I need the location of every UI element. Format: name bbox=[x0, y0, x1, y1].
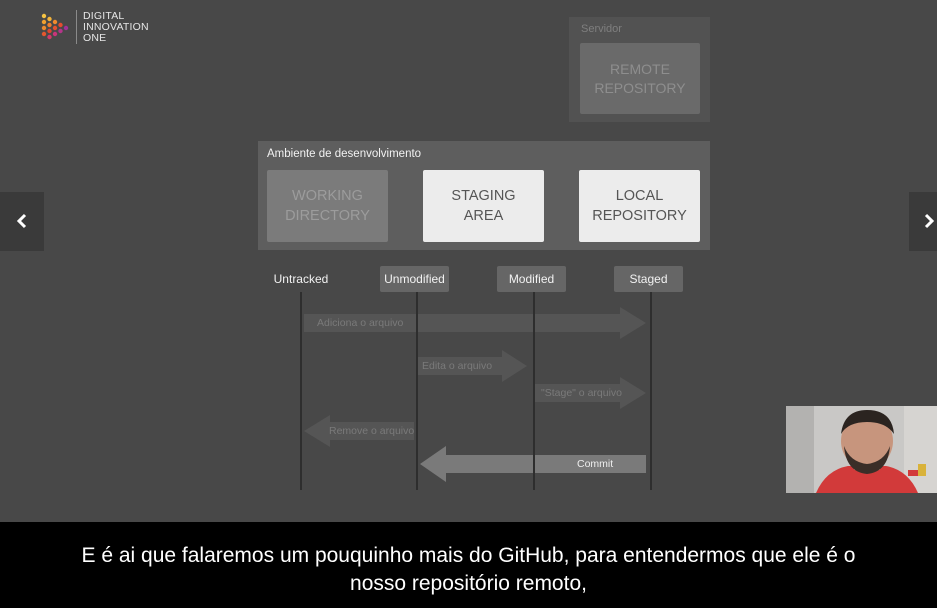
logo-text: DIGITAL INNOVATION ONE bbox=[83, 9, 149, 44]
next-slide-button[interactable] bbox=[909, 192, 937, 251]
logo-divider bbox=[76, 10, 77, 44]
local-repository-box: LOCAL REPOSITORY bbox=[579, 170, 700, 242]
add-arrow bbox=[304, 307, 646, 339]
previous-slide-button[interactable] bbox=[0, 192, 44, 251]
dio-logo: DIGITAL INNOVATION ONE bbox=[40, 10, 149, 44]
dev-environment-label: Ambiente de desenvolvimento bbox=[267, 148, 422, 160]
working-line-1: WORKING bbox=[292, 188, 363, 204]
status-staged: Staged bbox=[614, 266, 683, 292]
working-directory-box: WORKING DIRECTORY bbox=[267, 170, 388, 242]
presentation-slide: DIGITAL INNOVATION ONE Servidor REMOTE R… bbox=[0, 10, 937, 493]
subtitle-line-1: E é ai que falaremos um pouquinho mais d… bbox=[81, 544, 856, 567]
logo-line-2: INNOVATION bbox=[83, 20, 149, 33]
working-line-2: DIRECTORY bbox=[285, 208, 370, 224]
staging-line-1: STAGING bbox=[451, 188, 516, 204]
staging-area-box: STAGING AREA bbox=[423, 170, 544, 242]
logo-line-1: DIGITAL bbox=[83, 9, 125, 22]
add-arrow-label: Adiciona o arquivo bbox=[317, 317, 404, 329]
dev-environment-box: Ambiente de desenvolvimento WORKING DIRE… bbox=[258, 141, 710, 250]
remote-line-1: REMOTE bbox=[610, 60, 670, 77]
presenter-video-image bbox=[786, 406, 937, 493]
remote-line-2: REPOSITORY bbox=[594, 79, 686, 96]
subtitle-caption: E é ai que falaremos um pouquinho mais d… bbox=[16, 542, 921, 598]
remote-repository-box: REMOTE REPOSITORY bbox=[580, 43, 700, 114]
remove-arrow bbox=[304, 415, 414, 447]
status-untracked: Untracked bbox=[273, 272, 329, 286]
server-box: Servidor REMOTE REPOSITORY bbox=[569, 17, 710, 122]
status-modified: Modified bbox=[497, 266, 566, 292]
staging-line-2: AREA bbox=[463, 208, 504, 224]
chevron-left-icon bbox=[16, 209, 28, 235]
server-label: Servidor bbox=[581, 23, 622, 35]
logo-mark-icon bbox=[40, 10, 70, 44]
stage-arrow-label: "Stage" o arquivo bbox=[541, 387, 623, 399]
lifecycle-diagram bbox=[300, 292, 652, 490]
subtitle-line-2: nosso repositório remoto, bbox=[350, 572, 587, 595]
edit-arrow-label: Edita o arquivo bbox=[422, 360, 493, 372]
commit-arrow-label: Commit bbox=[577, 458, 614, 470]
stage-arrow bbox=[535, 377, 646, 409]
local-line-1: LOCAL bbox=[615, 188, 664, 204]
presenter-webcam bbox=[786, 406, 937, 493]
status-unmodified: Unmodified bbox=[380, 266, 449, 292]
subtitle-bar bbox=[0, 522, 937, 608]
logo-line-3: ONE bbox=[83, 31, 107, 44]
edit-arrow bbox=[418, 350, 527, 382]
remove-arrow-label: Remove o arquivo bbox=[329, 425, 415, 437]
local-line-2: REPOSITORY bbox=[592, 208, 687, 224]
chevron-right-icon bbox=[923, 209, 935, 235]
